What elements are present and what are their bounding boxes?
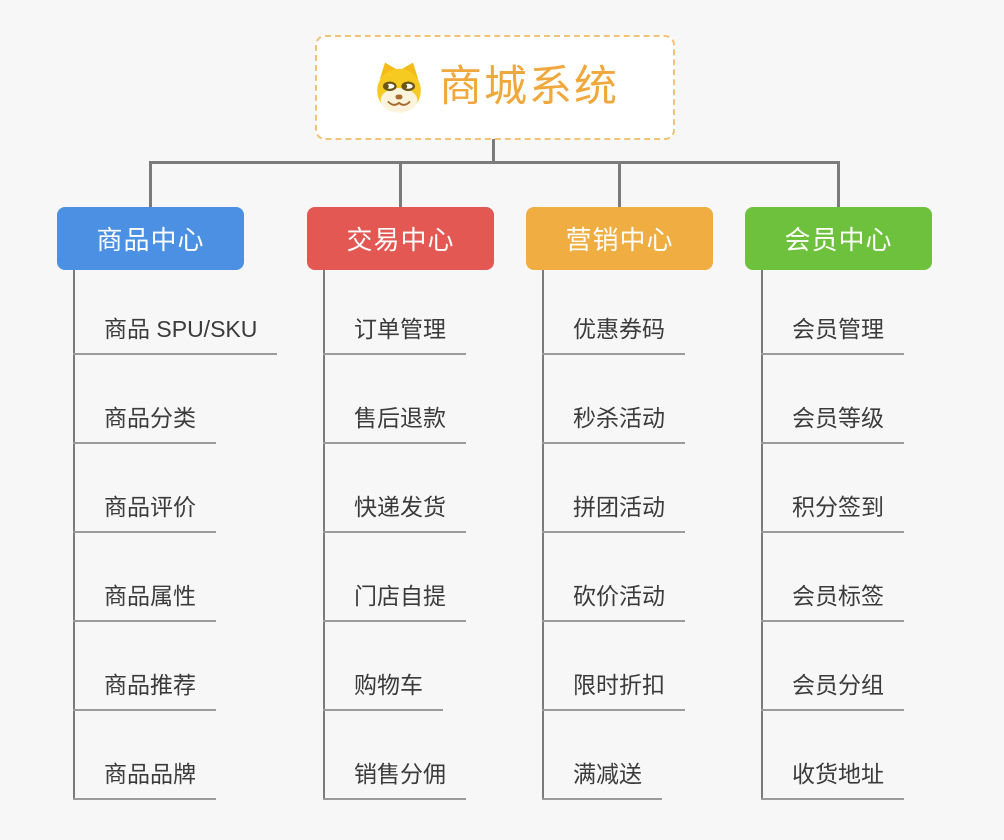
leaf-row: 销售分佣 [323, 711, 466, 800]
leaf-node[interactable]: 商品品牌 [73, 760, 216, 800]
connector-drop-marketing [618, 163, 621, 207]
leaf-node[interactable]: 满减送 [542, 760, 662, 800]
leaf-node[interactable]: 收货地址 [761, 760, 904, 800]
leaf-node[interactable]: 限时折扣 [542, 671, 685, 711]
branch-marketing-center: 营销中心 优惠券码 秒杀活动 拼团活动 砍价活动 限时折扣 满减送 [526, 207, 713, 800]
leaf-node[interactable]: 门店自提 [323, 582, 466, 622]
leaf-node[interactable]: 销售分佣 [323, 760, 466, 800]
connector-drop-member [837, 163, 840, 207]
leaf-node[interactable]: 商品分类 [73, 404, 216, 444]
leaf-node[interactable]: 商品 SPU/SKU [73, 315, 278, 355]
leaf-node[interactable]: 会员管理 [761, 315, 904, 355]
leaf-row: 商品品牌 [73, 711, 277, 800]
leaf-node[interactable]: 商品推荐 [73, 671, 216, 711]
leaf-row: 拼团活动 [542, 444, 685, 533]
connector-branch-spine [761, 270, 763, 800]
leaf-row: 会员分组 [761, 622, 904, 711]
leaf-row: 砍价活动 [542, 533, 685, 622]
branch-header-product-center[interactable]: 商品中心 [57, 207, 244, 270]
leaf-row: 商品推荐 [73, 622, 277, 711]
branch-member-center: 会员中心 会员管理 会员等级 积分签到 会员标签 会员分组 收货地址 [745, 207, 932, 800]
branch-children: 商品 SPU/SKU 商品分类 商品评价 商品属性 商品推荐 商品品牌 [73, 266, 278, 800]
leaf-node[interactable]: 商品属性 [73, 582, 216, 622]
connector-branch-spine [73, 270, 75, 800]
branch-children: 订单管理 售后退款 快递发货 门店自提 购物车 销售分佣 [323, 266, 466, 800]
leaf-row: 门店自提 [323, 533, 466, 622]
leaf-row: 购物车 [323, 622, 466, 711]
connector-root-stem [492, 139, 495, 164]
root-node[interactable]: 商城系统 [315, 35, 675, 140]
leaf-node[interactable]: 购物车 [323, 671, 443, 711]
branch-children: 会员管理 会员等级 积分签到 会员标签 会员分组 收货地址 [761, 266, 904, 800]
leaf-row: 秒杀活动 [542, 355, 685, 444]
leaf-row: 商品 SPU/SKU [73, 266, 278, 355]
connector-bus [149, 161, 840, 164]
branch-product-center: 商品中心 商品 SPU/SKU 商品分类 商品评价 商品属性 商品推荐 商品品牌 [57, 207, 278, 800]
branch-header-marketing-center[interactable]: 营销中心 [526, 207, 713, 270]
leaf-node[interactable]: 优惠券码 [542, 315, 685, 355]
branch-children: 优惠券码 秒杀活动 拼团活动 砍价活动 限时折扣 满减送 [542, 266, 685, 800]
leaf-node[interactable]: 砍价活动 [542, 582, 685, 622]
leaf-row: 收货地址 [761, 711, 904, 800]
leaf-node[interactable]: 快递发货 [323, 493, 466, 533]
leaf-node[interactable]: 商品评价 [73, 493, 216, 533]
connector-branch-spine [542, 270, 544, 800]
branch-trade-center: 交易中心 订单管理 售后退款 快递发货 门店自提 购物车 销售分佣 [307, 207, 494, 800]
leaf-node[interactable]: 积分签到 [761, 493, 904, 533]
leaf-node[interactable]: 会员等级 [761, 404, 904, 444]
leaf-row: 订单管理 [323, 266, 466, 355]
leaf-row: 商品评价 [73, 444, 277, 533]
leaf-row: 商品属性 [73, 533, 277, 622]
leaf-node[interactable]: 订单管理 [323, 315, 466, 355]
connector-branch-spine [323, 270, 325, 800]
leaf-row: 售后退款 [323, 355, 466, 444]
leaf-row: 限时折扣 [542, 622, 685, 711]
branch-header-trade-center[interactable]: 交易中心 [307, 207, 494, 270]
leaf-node[interactable]: 售后退款 [323, 404, 466, 444]
leaf-row: 会员标签 [761, 533, 904, 622]
leaf-row: 快递发货 [323, 444, 466, 533]
branch-header-member-center[interactable]: 会员中心 [745, 207, 932, 270]
leaf-node[interactable]: 会员分组 [761, 671, 904, 711]
leaf-node[interactable]: 会员标签 [761, 582, 904, 622]
leaf-row: 满减送 [542, 711, 685, 800]
connector-drop-product [149, 163, 152, 207]
leaf-row: 会员管理 [761, 266, 904, 355]
leaf-row: 优惠券码 [542, 266, 685, 355]
doge-icon [377, 62, 421, 112]
leaf-row: 商品分类 [73, 355, 277, 444]
leaf-node[interactable]: 拼团活动 [542, 493, 685, 533]
leaf-row: 积分签到 [761, 444, 904, 533]
root-title: 商城系统 [439, 63, 619, 111]
connector-drop-trade [399, 163, 402, 207]
leaf-row: 会员等级 [761, 355, 904, 444]
leaf-node[interactable]: 秒杀活动 [542, 404, 685, 444]
